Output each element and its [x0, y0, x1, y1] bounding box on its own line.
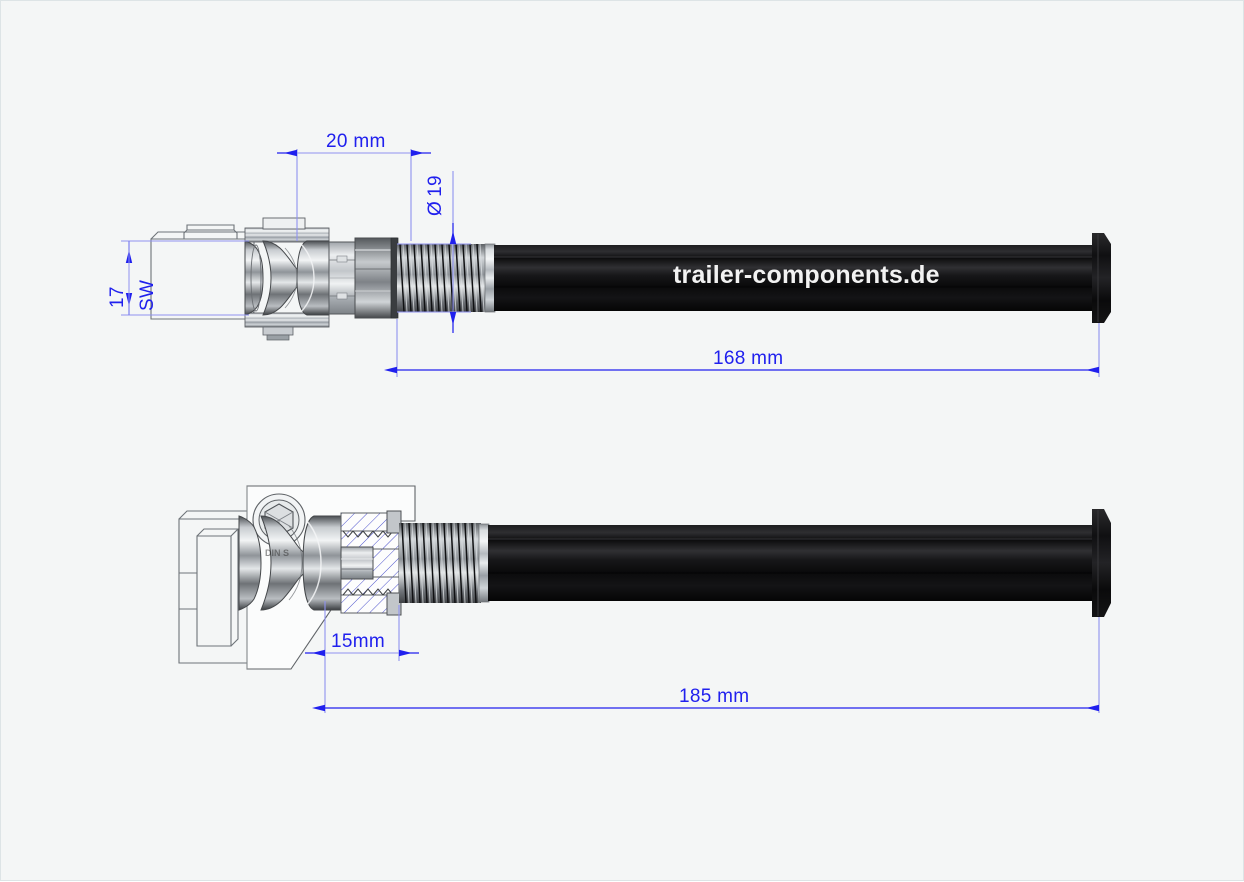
dim-15mm: 15mm [305, 631, 419, 657]
top-view-assembly: trailer-components.de [150, 217, 1111, 341]
bottom-view-dimensions: 15mm 185 mm [305, 601, 1100, 713]
ghost-bracket-top [150, 224, 256, 320]
brand-label-top: trailer-components.de [673, 261, 940, 289]
bottom-view-assembly: DIN S [178, 485, 1111, 670]
black-shaft-bottom [488, 525, 1099, 601]
section-body-bottom [340, 510, 402, 616]
hex-nut-top [328, 241, 356, 315]
end-cap-bottom [1092, 509, 1111, 617]
threaded-shaft-bottom [399, 522, 481, 604]
dim-20mm-label: 20 mm [326, 131, 386, 152]
collar-top [354, 237, 399, 319]
dim-185mm: 185 mm [312, 686, 1099, 712]
dim-185mm-label: 185 mm [679, 686, 749, 707]
threaded-shaft-top [397, 243, 487, 313]
dim-168mm-label: 168 mm [713, 348, 783, 369]
top-view-dimensions: 20 mm Ø19 17 SW 168 mm [107, 131, 1100, 377]
dim-sw-17-value: 17 [107, 286, 128, 308]
dim-diameter-19: Ø19 [425, 175, 457, 333]
hex-bolt-head-bottom [252, 493, 306, 547]
end-cap-top [1092, 233, 1111, 323]
dim-168mm: 168 mm [384, 348, 1099, 374]
dim-sw-17-prefix: SW [137, 280, 158, 311]
shaft-transition-top [484, 243, 496, 313]
dim-diameter-19-label: Ø19 [425, 175, 446, 216]
emboss-mark: DIN S [265, 548, 289, 558]
ball-joint-coupling-top [244, 217, 330, 341]
ball-joint-coupling-bottom: DIN S [238, 515, 342, 611]
black-shaft-top [494, 245, 1099, 311]
dim-sw-17: 17 SW [107, 241, 158, 315]
dim-15mm-label: 15mm [331, 631, 385, 652]
dim-20mm: 20 mm [277, 131, 431, 157]
shaft-transition-bottom [478, 523, 490, 603]
